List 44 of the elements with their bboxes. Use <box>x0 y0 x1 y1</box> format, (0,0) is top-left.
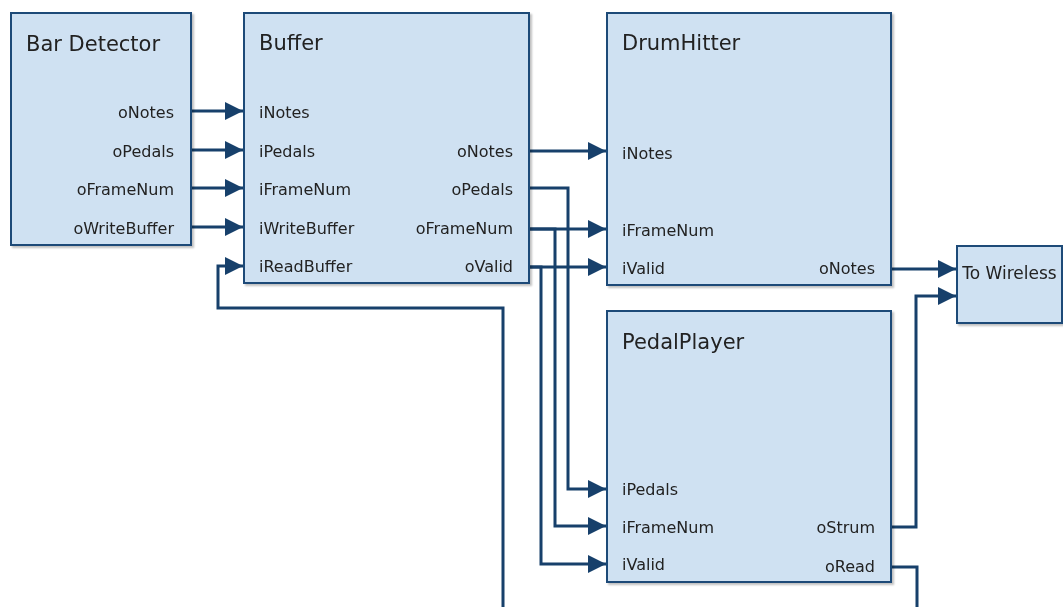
output-port-label: oRead <box>825 557 875 577</box>
module-title: PedalPlayer <box>622 329 745 355</box>
input-port-label: iValid <box>622 555 665 575</box>
arrow <box>892 287 956 529</box>
module-block <box>243 12 530 284</box>
input-port-label: iNotes <box>622 144 673 164</box>
connector-line <box>892 565 919 607</box>
input-port-label: iReadBuffer <box>259 257 353 277</box>
input-port-label: iWriteBuffer <box>259 219 355 239</box>
arrow <box>530 265 606 573</box>
input-port-label: iPedals <box>622 480 679 500</box>
module-block <box>10 12 192 246</box>
input-port-label: iFrameNum <box>622 518 714 538</box>
input-port-label: iNotes <box>259 103 310 123</box>
output-port-label: oNotes <box>819 259 875 279</box>
output-port-label: oNotes <box>457 142 513 162</box>
module-title: DrumHitter <box>622 30 741 56</box>
arrow <box>530 227 606 535</box>
arrow <box>192 102 243 120</box>
arrow <box>530 186 606 498</box>
arrow <box>892 260 956 278</box>
output-port-label: oWriteBuffer <box>73 219 174 239</box>
arrow <box>192 179 243 197</box>
input-port-label: iValid <box>622 259 665 279</box>
input-port-label: iFrameNum <box>259 180 351 200</box>
arrow <box>216 257 505 607</box>
output-port-label: oPedals <box>451 180 513 200</box>
module-block <box>606 310 892 583</box>
module-block <box>956 245 1063 324</box>
module-block <box>606 12 892 286</box>
output-port-label: oPedals <box>112 142 174 162</box>
output-port-label: oStrum <box>816 518 875 538</box>
input-port-label: iFrameNum <box>622 221 714 241</box>
module-title: To Wireless <box>962 262 1057 285</box>
output-port-label: oValid <box>464 257 513 277</box>
output-port-label: oFrameNum <box>415 219 513 239</box>
input-port-label: iPedals <box>259 142 316 162</box>
output-port-label: oNotes <box>118 103 174 123</box>
arrow <box>192 141 243 159</box>
module-title: Buffer <box>259 30 323 56</box>
module-title: Bar Detector <box>26 31 161 57</box>
arrow <box>192 218 243 236</box>
output-port-label: oFrameNum <box>76 180 174 200</box>
arrow <box>530 142 606 160</box>
